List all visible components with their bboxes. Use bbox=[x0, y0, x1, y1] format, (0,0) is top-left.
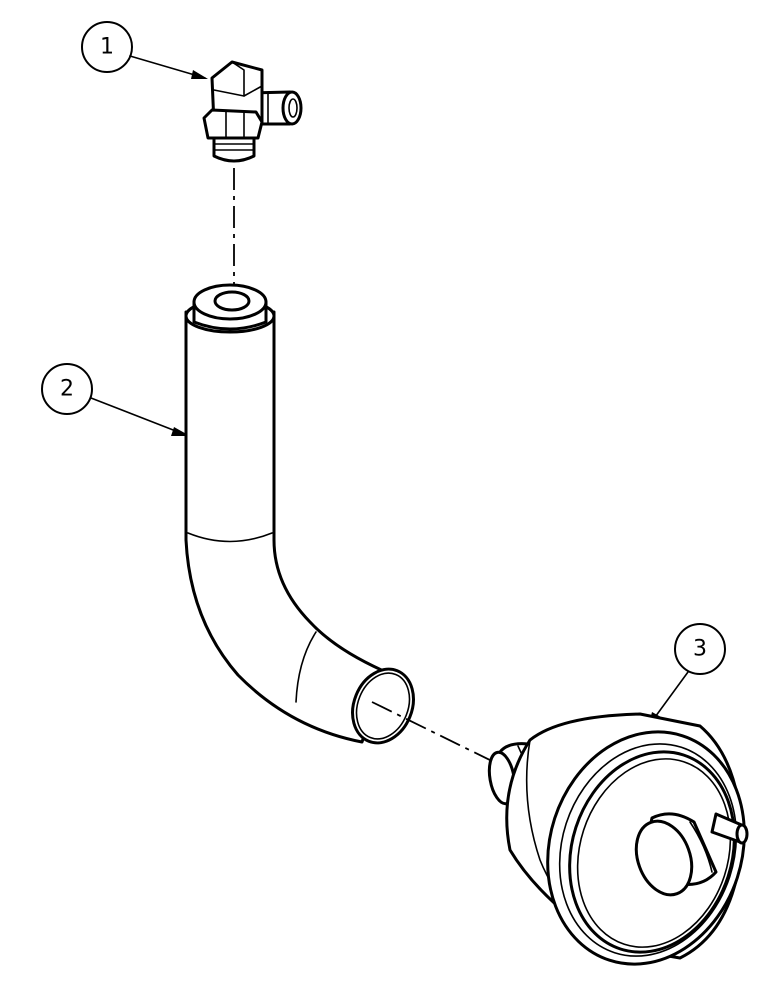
callout-3-label: 3 bbox=[693, 637, 707, 662]
callout-1-arrowhead bbox=[191, 70, 208, 79]
part-bent-hose[interactable] bbox=[184, 283, 424, 752]
callout-2-label: 2 bbox=[60, 377, 74, 402]
callout-3-bubble bbox=[674, 623, 726, 675]
callout-2[interactable]: 2 bbox=[41, 363, 190, 436]
callout-1-bubble bbox=[81, 21, 133, 73]
callout-3[interactable]: 3 bbox=[648, 623, 726, 728]
callout-2-leader bbox=[90, 397, 187, 436]
callout-1-label: 1 bbox=[100, 35, 114, 60]
part-elbow-fitting[interactable] bbox=[202, 60, 303, 163]
callout-1[interactable]: 1 bbox=[81, 21, 208, 79]
callout-2-bubble bbox=[41, 363, 93, 415]
part-filter-canister[interactable] bbox=[486, 706, 772, 990]
assembly-centerline-2 bbox=[371, 701, 501, 766]
